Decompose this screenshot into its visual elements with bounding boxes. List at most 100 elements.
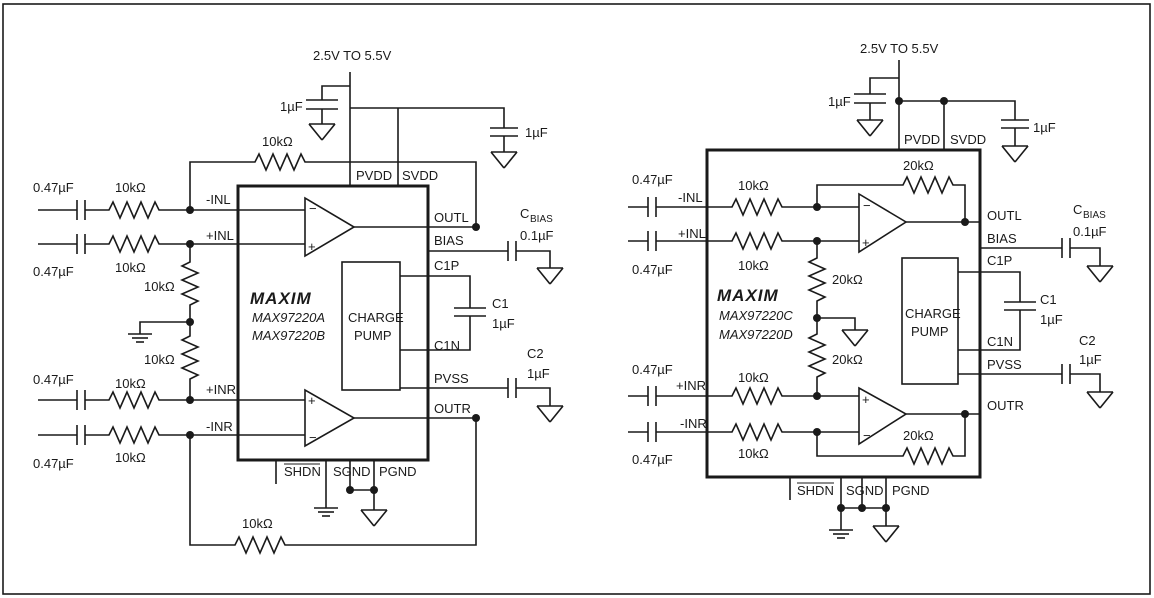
- right-pin-bias: BIAS: [987, 231, 1017, 246]
- left-part-a: MAX97220A: [252, 310, 325, 325]
- left-res-inr: 10kΩ: [115, 376, 146, 391]
- right-maxim-logo: MAXIM: [717, 286, 779, 305]
- left-pin-outl: OUTL: [434, 210, 469, 225]
- left-pin-pvss: PVSS: [434, 371, 469, 386]
- right-cap-in2: 0.47µF: [632, 262, 673, 277]
- right-opamp-top: [858, 192, 908, 254]
- right-cbias-sub: BIAS: [1083, 210, 1106, 221]
- left-charge-label: CHARGE: [348, 310, 404, 325]
- right-cap-1uf-a: 1µF: [828, 94, 851, 109]
- left-c1-val: 1µF: [492, 316, 515, 331]
- left-pin-shdn: SHDN: [284, 464, 321, 479]
- right-pin-inl-pos: +INL: [678, 226, 706, 241]
- svg-text:+: +: [862, 392, 870, 407]
- right-cap-1uf-b: 1µF: [1033, 120, 1056, 135]
- left-res-inr2: 10kΩ: [115, 450, 146, 465]
- left-pin-inl-pos: +INL: [206, 228, 234, 243]
- left-cap-1uf-a: 1µF: [280, 99, 303, 114]
- outer-frame: [2, 3, 1151, 595]
- right-cap-in3: 0.47µF: [632, 362, 673, 377]
- svg-text:+: +: [862, 235, 870, 250]
- right-pin-pvss: PVSS: [987, 357, 1022, 372]
- right-res-div-top: 20kΩ: [832, 272, 863, 287]
- left-pin-inl-neg: -INL: [206, 192, 231, 207]
- left-c1: C1: [492, 296, 509, 311]
- left-cbias-val: 0.1µF: [520, 228, 554, 243]
- left-cbias-sub: BIAS: [530, 214, 553, 225]
- right-cap-in4: 0.47µF: [632, 452, 673, 467]
- right-c1-val: 1µF: [1040, 312, 1063, 327]
- right-res-inr2: 10kΩ: [738, 446, 769, 461]
- left-pin-svdd: SVDD: [402, 168, 438, 183]
- left-pump-label: PUMP: [354, 328, 392, 343]
- left-res-fb-bottom: 10kΩ: [242, 516, 273, 531]
- right-charge-label: CHARGE: [905, 306, 961, 321]
- right-pin-outr: OUTR: [987, 398, 1024, 413]
- left-ic-box: [236, 184, 430, 462]
- right-cap-in1: 0.47µF: [632, 172, 673, 187]
- left-maxim-logo: MAXIM: [250, 289, 312, 308]
- right-res-inr: 10kΩ: [738, 370, 769, 385]
- left-circuit: − + + − 2.5V TO 5.5V 1µF 1µF PVDD SVDD -…: [33, 48, 564, 555]
- svg-text:−: −: [309, 430, 317, 445]
- svg-text:+: +: [308, 393, 316, 408]
- svg-text:−: −: [863, 198, 871, 213]
- right-part-d: MAX97220D: [719, 327, 793, 342]
- left-c2: C2: [527, 346, 544, 361]
- right-pin-sgnd: SGND: [846, 483, 884, 498]
- left-res-div-bot: 10kΩ: [144, 352, 175, 367]
- left-cap-in2: 0.47µF: [33, 264, 74, 279]
- left-part-b: MAX97220B: [252, 328, 325, 343]
- left-pin-pvdd: PVDD: [356, 168, 392, 183]
- left-cap-in4: 0.47µF: [33, 456, 74, 471]
- right-pin-inl-neg: -INL: [678, 190, 703, 205]
- left-res-inl: 10kΩ: [115, 180, 146, 195]
- left-pin-bias: BIAS: [434, 233, 464, 248]
- svg-text:−: −: [863, 428, 871, 443]
- right-c1: C1: [1040, 292, 1057, 307]
- right-c2-val: 1µF: [1079, 352, 1102, 367]
- left-pin-c1p: C1P: [434, 258, 459, 273]
- right-pin-shdn: SHDN: [797, 483, 834, 498]
- right-pin-inr-pos: +INR: [676, 378, 706, 393]
- left-pin-inr-pos: +INR: [206, 382, 236, 397]
- right-pin-pvdd: PVDD: [904, 132, 940, 147]
- right-circuit: − + + − 2.5V TO 5.5V 1µF 1µF PVDD SVDD -…: [628, 41, 1114, 543]
- left-cbias-c: C: [520, 206, 529, 221]
- left-pin-sgnd: SGND: [333, 464, 371, 479]
- right-pin-outl: OUTL: [987, 208, 1022, 223]
- left-pin-pgnd: PGND: [379, 464, 417, 479]
- right-pump-label: PUMP: [911, 324, 949, 339]
- right-pin-inr-neg: -INR: [680, 416, 707, 431]
- right-pin-c1p: C1P: [987, 253, 1012, 268]
- left-opamp-top: [304, 196, 356, 258]
- left-c2-val: 1µF: [527, 366, 550, 381]
- svg-text:+: +: [308, 239, 316, 254]
- left-cap-in3: 0.47µF: [33, 372, 74, 387]
- left-supply-label: 2.5V TO 5.5V: [313, 48, 392, 63]
- right-opamp-bottom: [858, 386, 908, 446]
- right-res-inl: 10kΩ: [738, 178, 769, 193]
- right-cbias-c: C: [1073, 202, 1082, 217]
- left-res-div-top: 10kΩ: [144, 279, 175, 294]
- right-pin-c1n: C1N: [987, 334, 1013, 349]
- left-charge-pump-box: [341, 261, 401, 391]
- right-part-c: MAX97220C: [719, 308, 793, 323]
- right-res-inl2: 10kΩ: [738, 258, 769, 273]
- left-res-inl2: 10kΩ: [115, 260, 146, 275]
- right-res-div-bot: 20kΩ: [832, 352, 863, 367]
- right-cbias-val: 0.1µF: [1073, 224, 1107, 239]
- right-supply-label: 2.5V TO 5.5V: [860, 41, 939, 56]
- left-res-fb-top: 10kΩ: [262, 134, 293, 149]
- left-cap-in1: 0.47µF: [33, 180, 74, 195]
- right-res-fb-top: 20kΩ: [903, 158, 934, 173]
- right-res-fb-bottom: 20kΩ: [903, 428, 934, 443]
- right-pin-svdd: SVDD: [950, 132, 986, 147]
- right-pin-pgnd: PGND: [892, 483, 930, 498]
- svg-text:−: −: [309, 201, 317, 216]
- left-opamp-bottom: [304, 388, 356, 448]
- left-cap-1uf-b: 1µF: [525, 125, 548, 140]
- left-pin-outr: OUTR: [434, 401, 471, 416]
